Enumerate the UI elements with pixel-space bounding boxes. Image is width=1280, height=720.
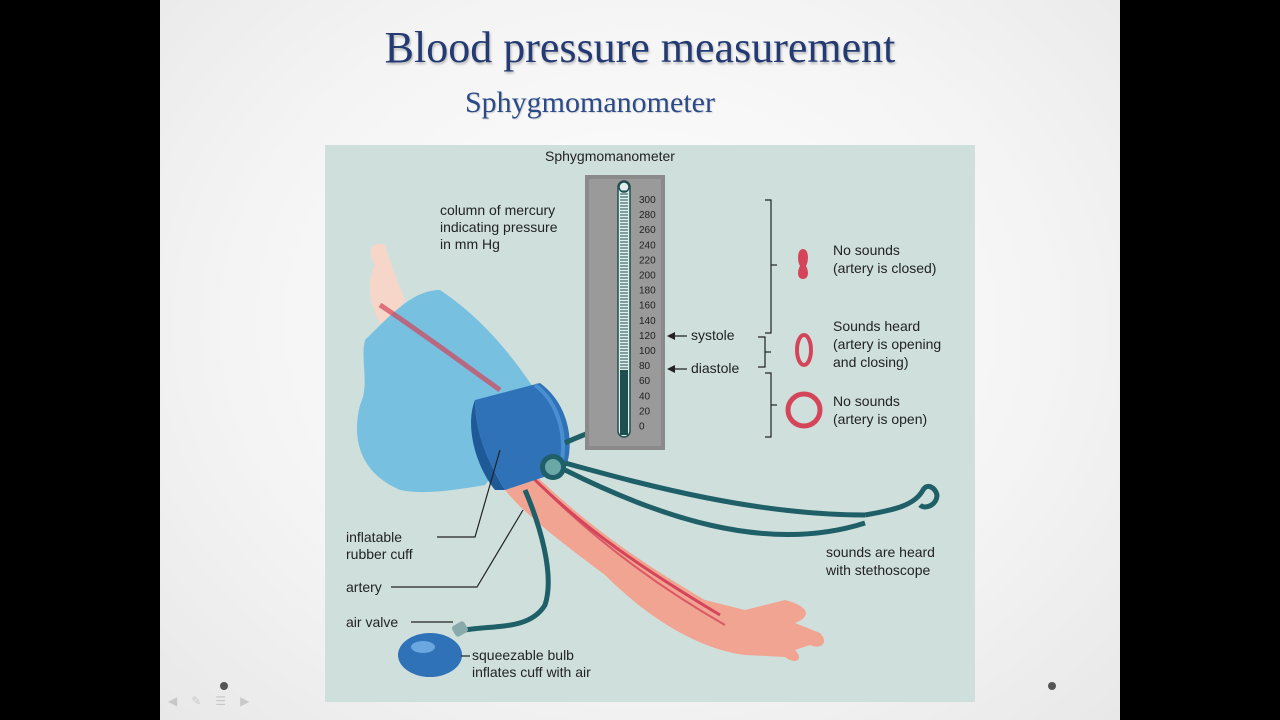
label-heard-2: (artery is opening	[833, 336, 941, 352]
label-diastole: diastole	[691, 360, 739, 376]
gauge-scale-label: 300	[639, 195, 656, 206]
slide-corner-dot-right	[1048, 682, 1056, 690]
leader-lines	[391, 449, 524, 657]
mercury-gauge: 3002802602402202001801601401201008060402…	[585, 175, 665, 450]
forearm	[505, 465, 825, 661]
label-bulb-2: inflates cuff with air	[472, 664, 591, 680]
artery-open-shape	[785, 391, 823, 429]
label-open-2: (artery is open)	[833, 411, 927, 427]
label-heard-1: Sounds heard	[833, 318, 920, 334]
gauge-scale-label: 200	[639, 271, 656, 282]
gauge-scale-label: 0	[639, 422, 645, 433]
gauge-scale-label: 160	[639, 301, 656, 312]
next-slide-icon[interactable]: ▶	[240, 694, 250, 708]
pressure-brackets	[758, 199, 777, 438]
gauge-scale-label: 80	[639, 361, 651, 372]
sphygmomanometer-diagram: 3002802602402202001801601401201008060402…	[325, 145, 975, 702]
label-bulb-1: squeezable bulb	[472, 647, 574, 663]
pen-icon[interactable]: ✎	[191, 694, 202, 708]
gauge-scale-label: 40	[639, 391, 651, 402]
gauge-scale-label: 240	[639, 240, 656, 251]
artery-states	[785, 249, 823, 429]
gauge-scale-label: 280	[639, 210, 656, 221]
gauge-scale-label: 180	[639, 286, 656, 297]
label-heard-3: and closing)	[833, 354, 909, 370]
previous-slide-icon[interactable]: ◀	[168, 694, 178, 708]
gauge-scale-label: 220	[639, 255, 656, 266]
label-closed-1: No sounds	[833, 242, 900, 258]
label-stethoscope-2: with stethoscope	[825, 562, 930, 578]
artery-opening-shape	[795, 333, 813, 367]
diastole-arrow	[667, 365, 687, 373]
mercury-column	[620, 370, 628, 435]
label-open-1: No sounds	[833, 393, 900, 409]
squeezable-bulb	[398, 621, 468, 677]
gauge-scale-label: 120	[639, 331, 656, 342]
label-air-valve: air valve	[346, 614, 398, 630]
label-cuff-1: inflatable	[346, 529, 402, 545]
gauge-scale-label: 60	[639, 376, 651, 387]
slide-subtitle: Sphygmomanometer	[465, 86, 715, 119]
diagram-heading: Sphygmomanometer	[545, 148, 675, 164]
label-mercury-3: in mm Hg	[440, 236, 500, 252]
gauge-scale-label: 100	[639, 346, 656, 357]
label-stethoscope-1: sounds are heard	[826, 544, 935, 560]
menu-icon[interactable]: ☰	[215, 694, 227, 708]
gauge-scale-label: 20	[639, 406, 651, 417]
stethoscope-head	[540, 454, 566, 480]
label-mercury-2: indicating pressure	[440, 219, 558, 235]
gauge-scale-label: 260	[639, 225, 656, 236]
artery-closed-shape	[798, 249, 808, 279]
label-closed-2: (artery is closed)	[833, 260, 936, 276]
label-systole: systole	[691, 327, 735, 343]
slideshow-nav-toolbar: ◀ ✎ ☰ ▶	[168, 694, 249, 708]
label-mercury-1: column of mercury	[440, 202, 555, 218]
gauge-scale-label: 140	[639, 316, 656, 327]
slide: Blood pressure measurement Sphygmomanome…	[160, 0, 1120, 720]
slide-title: Blood pressure measurement	[384, 23, 896, 72]
slide-corner-dot-left	[220, 682, 228, 690]
systole-arrow	[667, 332, 687, 340]
label-cuff-2: rubber cuff	[346, 546, 413, 562]
label-artery: artery	[346, 579, 382, 595]
